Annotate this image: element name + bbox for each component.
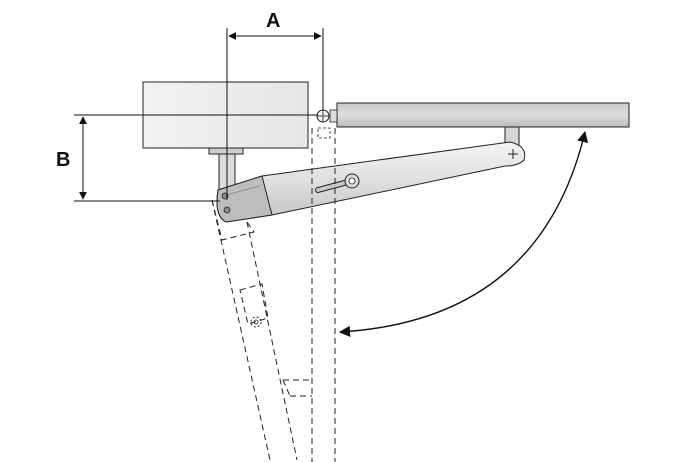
hinge-bracket	[317, 127, 331, 139]
dimension-b	[74, 114, 318, 202]
dimension-b-label: B	[56, 149, 70, 171]
open-pivot-icon	[250, 316, 262, 328]
motor-housing	[216, 175, 273, 223]
pillar-bracket	[208, 147, 244, 155]
motor-arm-open-position	[211, 199, 298, 461]
dimension-a	[226, 28, 324, 200]
gate-open-position	[282, 128, 336, 462]
rotation-arc	[338, 130, 589, 337]
gate-leaf	[336, 102, 630, 128]
dimension-a-label: A	[266, 10, 280, 32]
